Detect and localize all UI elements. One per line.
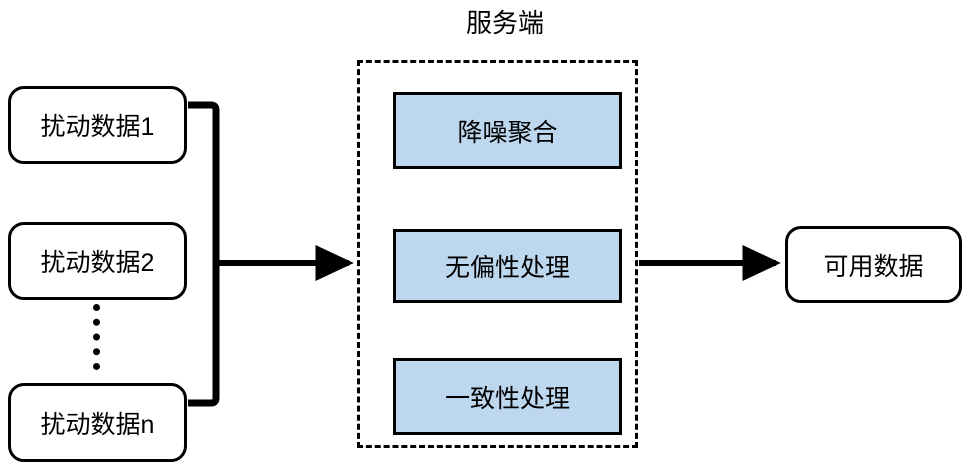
vertical-ellipsis-icon	[93, 304, 107, 370]
input-node-1[interactable]: 扰动数据1	[8, 86, 187, 164]
input-node-2[interactable]: 扰动数据2	[8, 222, 187, 300]
inputs-merge-bracket	[188, 101, 220, 407]
process-box-consistency[interactable]: 一致性处理	[393, 358, 622, 435]
input-node-n[interactable]: 扰动数据n	[8, 383, 187, 462]
process-box-noise-reduction[interactable]: 降噪聚合	[393, 92, 622, 169]
process-box-unbiased[interactable]: 无偏性处理	[393, 229, 622, 303]
server-boundary-group	[357, 60, 638, 448]
page-title: 服务端	[465, 8, 544, 38]
output-node-available-data[interactable]: 可用数据	[785, 226, 962, 303]
